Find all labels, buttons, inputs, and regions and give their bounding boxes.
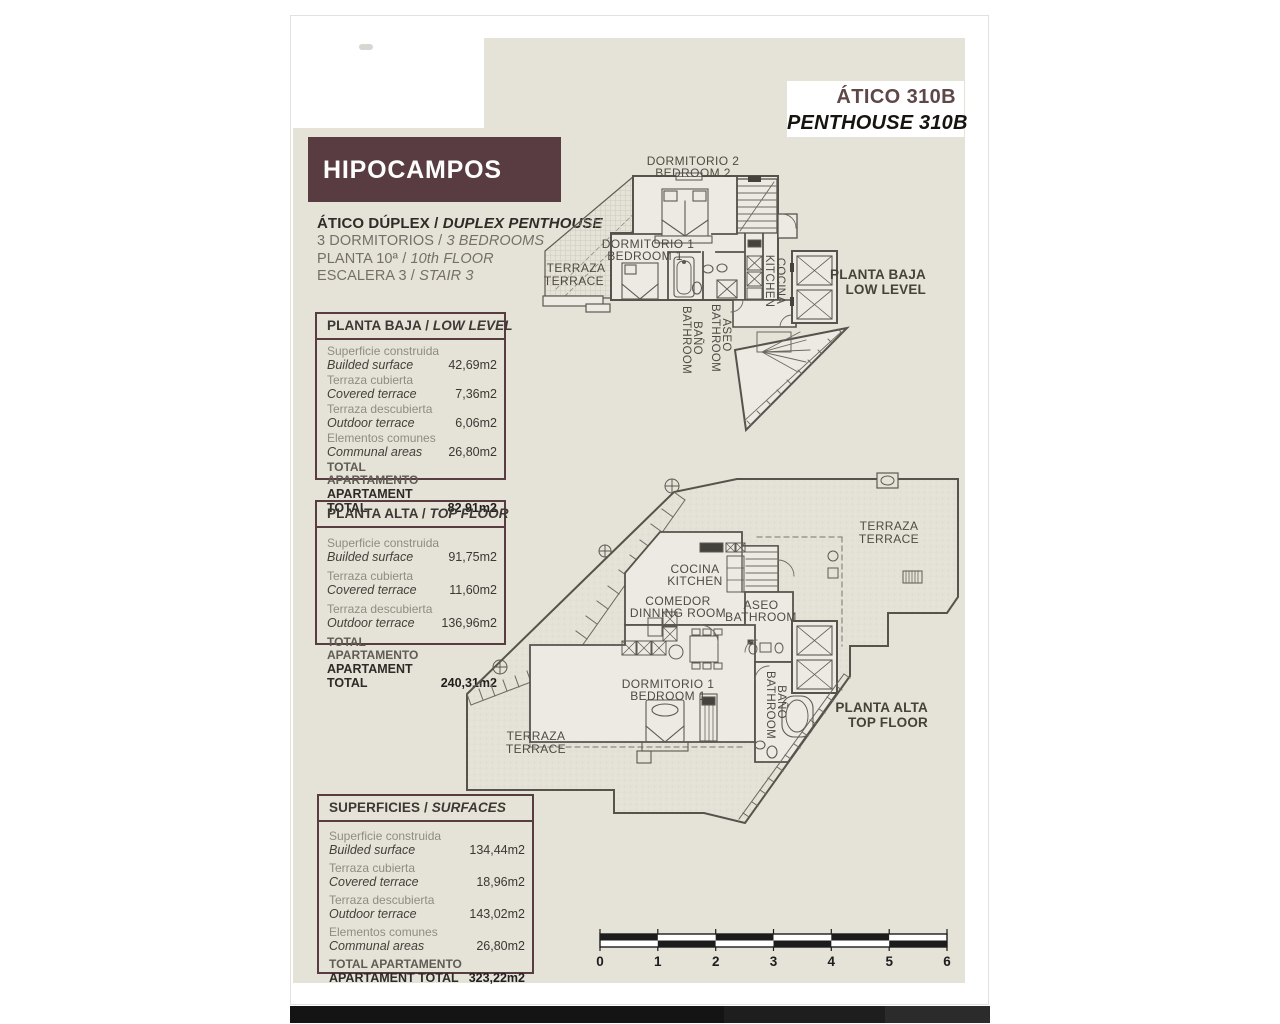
room-label-aseo-es: ASEO <box>720 318 732 351</box>
project-title-banner: HIPOCAMPOS <box>308 137 561 202</box>
room-label-bath-en: BATHROOM <box>764 671 776 739</box>
scale-tick-4: 4 <box>828 954 836 969</box>
elevator-block-top <box>791 620 838 694</box>
detail-line: 3 DORMITORIOS / 3 BEDROOMS <box>317 232 545 249</box>
room-label-terrace-en: TERRACE <box>544 274 604 288</box>
plan-title-es: PLANTA ALTA <box>835 700 928 715</box>
column-symbols <box>492 478 680 675</box>
unit-title-en: PENTHOUSE 310B <box>787 112 968 134</box>
room-label-bath-en: BATHROOM <box>680 306 692 374</box>
bedroom1-bed <box>621 262 659 300</box>
room-label-bedroom1-es: DORMITORIO 1 <box>622 677 715 691</box>
bath-fixtures <box>754 695 814 759</box>
room-label-aseo-en: BATHROOM <box>725 610 797 624</box>
scale-bar: 0 1 2 3 4 5 6 <box>596 929 951 969</box>
scale-tick-2: 2 <box>712 954 720 969</box>
plan-title-en: LOW LEVEL <box>845 282 926 297</box>
scale-tick-5: 5 <box>885 954 893 969</box>
panel-planta-alta: PLANTA ALTA / TOP FLOOR Superficie const… <box>315 500 508 690</box>
terrace-grill <box>902 570 923 584</box>
plan-title-en: TOP FLOOR <box>848 715 928 730</box>
scan-artifact <box>359 44 373 50</box>
scale-tick-1: 1 <box>654 954 662 969</box>
bottom-dark-bar <box>290 1006 990 1023</box>
dining-furniture <box>621 611 723 670</box>
scale-tick-3: 3 <box>770 954 778 969</box>
project-title: HIPOCAMPOS <box>323 156 502 184</box>
floor-plan-low-level: DORMITORIO 2 BEDROOM 2 DORMITORIO 1 BEDR… <box>542 154 926 433</box>
bedroom1-furniture <box>636 693 718 764</box>
room-label-bedroom1-en: BEDROOM 1 <box>607 249 683 263</box>
plan-title-es: PLANTA BAJA <box>830 267 926 282</box>
top-left-margin <box>291 16 484 128</box>
scale-tick-0: 0 <box>596 954 604 969</box>
room-label-kitchen-es: COCINA <box>670 562 719 576</box>
bedroom2-bed <box>654 188 713 244</box>
room-label-aseo-en: BATHROOM <box>709 304 721 372</box>
room-label-kitchen-en: KITCHEN <box>763 255 775 308</box>
elevator-block <box>790 250 838 324</box>
room-label-bedroom2-en: BEDROOM 2 <box>655 166 731 180</box>
room-label-bedroom2-es: DORMITORIO 2 <box>647 154 740 168</box>
scale-tick-6: 6 <box>943 954 951 969</box>
panel-title: PLANTA ALTA / TOP FLOOR <box>317 502 508 528</box>
detail-line: ÁTICO DÚPLEX / DUPLEX PENTHOUSE <box>317 215 603 232</box>
room-label-dining-es: COMEDOR <box>645 594 710 608</box>
room-label-kitchen-en: KITCHEN <box>667 574 722 588</box>
room-label-bedroom1-en: BEDROOM 1 <box>630 689 706 703</box>
terrace-label-top-en: TERRACE <box>859 532 919 546</box>
unit-details: ÁTICO DÚPLEX / DUPLEX PENTHOUSE 3 DORMIT… <box>317 215 603 286</box>
floor-plan-top-floor: COCINA KITCHEN COMEDOR DINNING ROOM ASEO… <box>466 472 959 825</box>
unit-title-block: ÁTICO 310B PENTHOUSE 310B <box>787 81 968 137</box>
unit-title-es: ÁTICO 310B <box>836 86 956 108</box>
kitchen-counters <box>699 542 746 593</box>
room-label-bath-es: BAÑO <box>691 321 704 355</box>
room-label-aseo-es: ASEO <box>744 598 779 612</box>
terrace-label-bottom-es: TERRAZA <box>507 729 566 743</box>
room-label-terrace-es: TERRAZA <box>547 261 606 275</box>
bathroom-fixtures <box>673 256 738 299</box>
panel-planta-baja: PLANTA BAJA / LOW LEVEL Superficie const… <box>315 312 512 515</box>
panel-title: SUPERFICIES / SURFACES <box>319 796 532 822</box>
room-label-dining-en: DINNING ROOM <box>630 606 726 620</box>
room-label-kitchen-es: COCINA <box>774 258 786 305</box>
room-label-bath-es: BAÑO <box>775 685 788 719</box>
kitchen-appliances <box>746 239 763 300</box>
detail-line: ESCALERA 3 / STAIR 3 <box>317 268 474 285</box>
panel-title: PLANTA BAJA / LOW LEVEL <box>317 314 512 340</box>
terrace-label-top-es: TERRAZA <box>860 519 919 533</box>
room-label-bedroom1-es: DORMITORIO 1 <box>602 237 695 251</box>
terrace-label-bottom-en: TERRACE <box>506 742 566 756</box>
panel-superficies: SUPERFICIES / SURFACES Superficie constr… <box>317 794 534 985</box>
detail-line: PLANTA 10ª / 10th FLOOR <box>317 250 494 267</box>
